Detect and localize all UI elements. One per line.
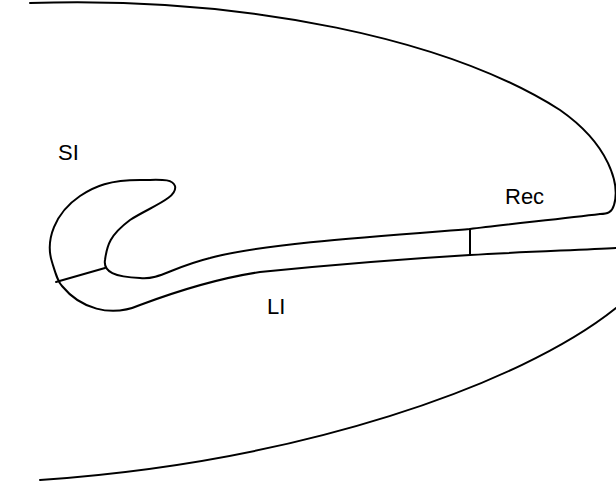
part-label: SI bbox=[58, 142, 79, 164]
intestine-tube bbox=[50, 180, 616, 311]
li-rec-divider bbox=[469, 229, 471, 255]
part-label: LI bbox=[267, 296, 285, 318]
body-outline-bottom bbox=[40, 308, 616, 480]
si-li-divider bbox=[56, 268, 105, 282]
part-label: Rec bbox=[505, 186, 544, 208]
